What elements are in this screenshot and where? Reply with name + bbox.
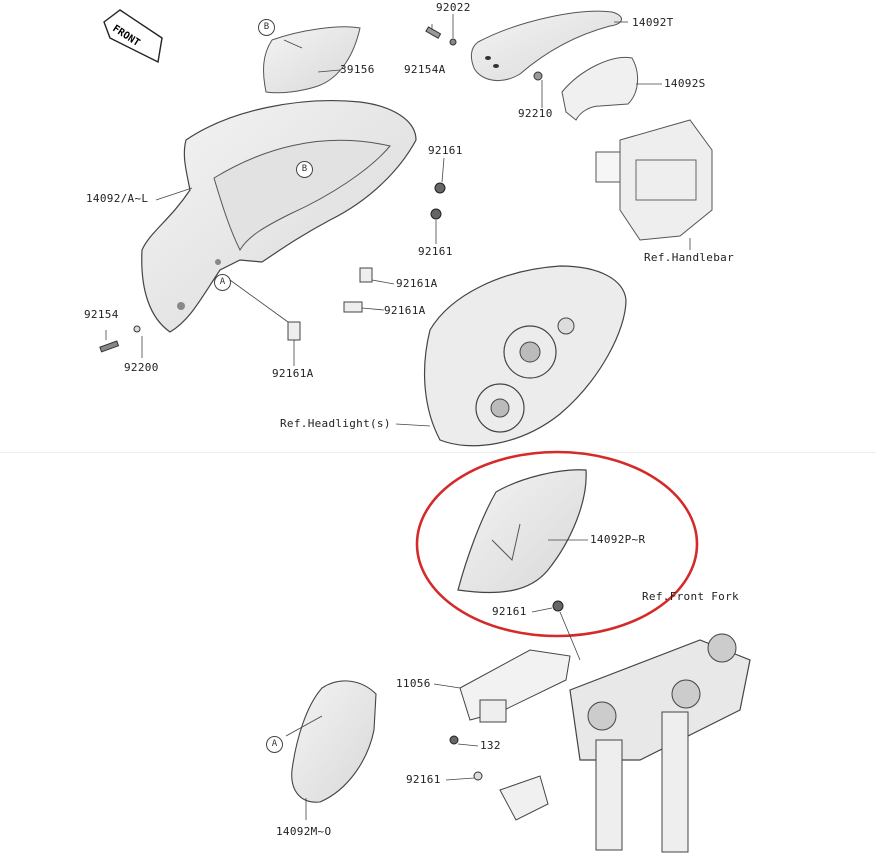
label-92200: 92200 [124,361,159,374]
label-92161A-c: 92161A [272,367,314,380]
part-11056-bracket [459,649,571,821]
callout-b-top: B [258,19,275,36]
label-92022: 92022 [436,1,471,14]
label-14092T: 14092T [632,16,674,29]
label-11056: 11056 [396,677,431,690]
label-14092AL: 14092/A~L [86,192,149,205]
highlight-ellipse [415,450,699,638]
label-92161-mid: 92161 [418,245,453,258]
part-14092AL-cowl [141,100,417,333]
label-39156: 39156 [340,63,375,76]
part-14092S [561,56,638,121]
part-14092T [470,10,622,82]
callout-b-cowl: B [296,161,313,178]
callout-a-cowl: A [214,274,231,291]
label-92161-highlight: 92161 [492,605,527,618]
part-39156 [263,26,361,94]
front-fork [569,633,751,853]
label-14092PR: 14092P~R [590,533,646,546]
label-ref-headlight: Ref.Headlight(s) [280,417,391,430]
fasteners [99,26,564,781]
label-92161-bottom: 92161 [406,773,441,786]
label-92154A: 92154A [404,63,446,76]
label-132: 132 [480,739,501,752]
part-14092MO-cover [291,680,377,803]
label-14092S: 14092S [664,77,706,90]
label-14092MO: 14092M~O [276,825,332,838]
label-92161A-b: 92161A [384,304,426,317]
label-ref-front-fork: Ref.Front Fork [642,590,739,603]
part-14092PR [457,469,587,594]
label-92161A-a: 92161A [396,277,438,290]
callout-a-fork: A [266,736,283,753]
handlebar-bracket [595,119,713,241]
front-arrow-icon: FRONT [103,9,163,64]
headlight-assembly [423,265,627,447]
label-92161-top: 92161 [428,144,463,157]
leader-lines [105,14,691,820]
label-92154: 92154 [84,308,119,321]
label-92210: 92210 [518,107,553,120]
label-ref-handlebar: Ref.Handlebar [644,251,734,264]
